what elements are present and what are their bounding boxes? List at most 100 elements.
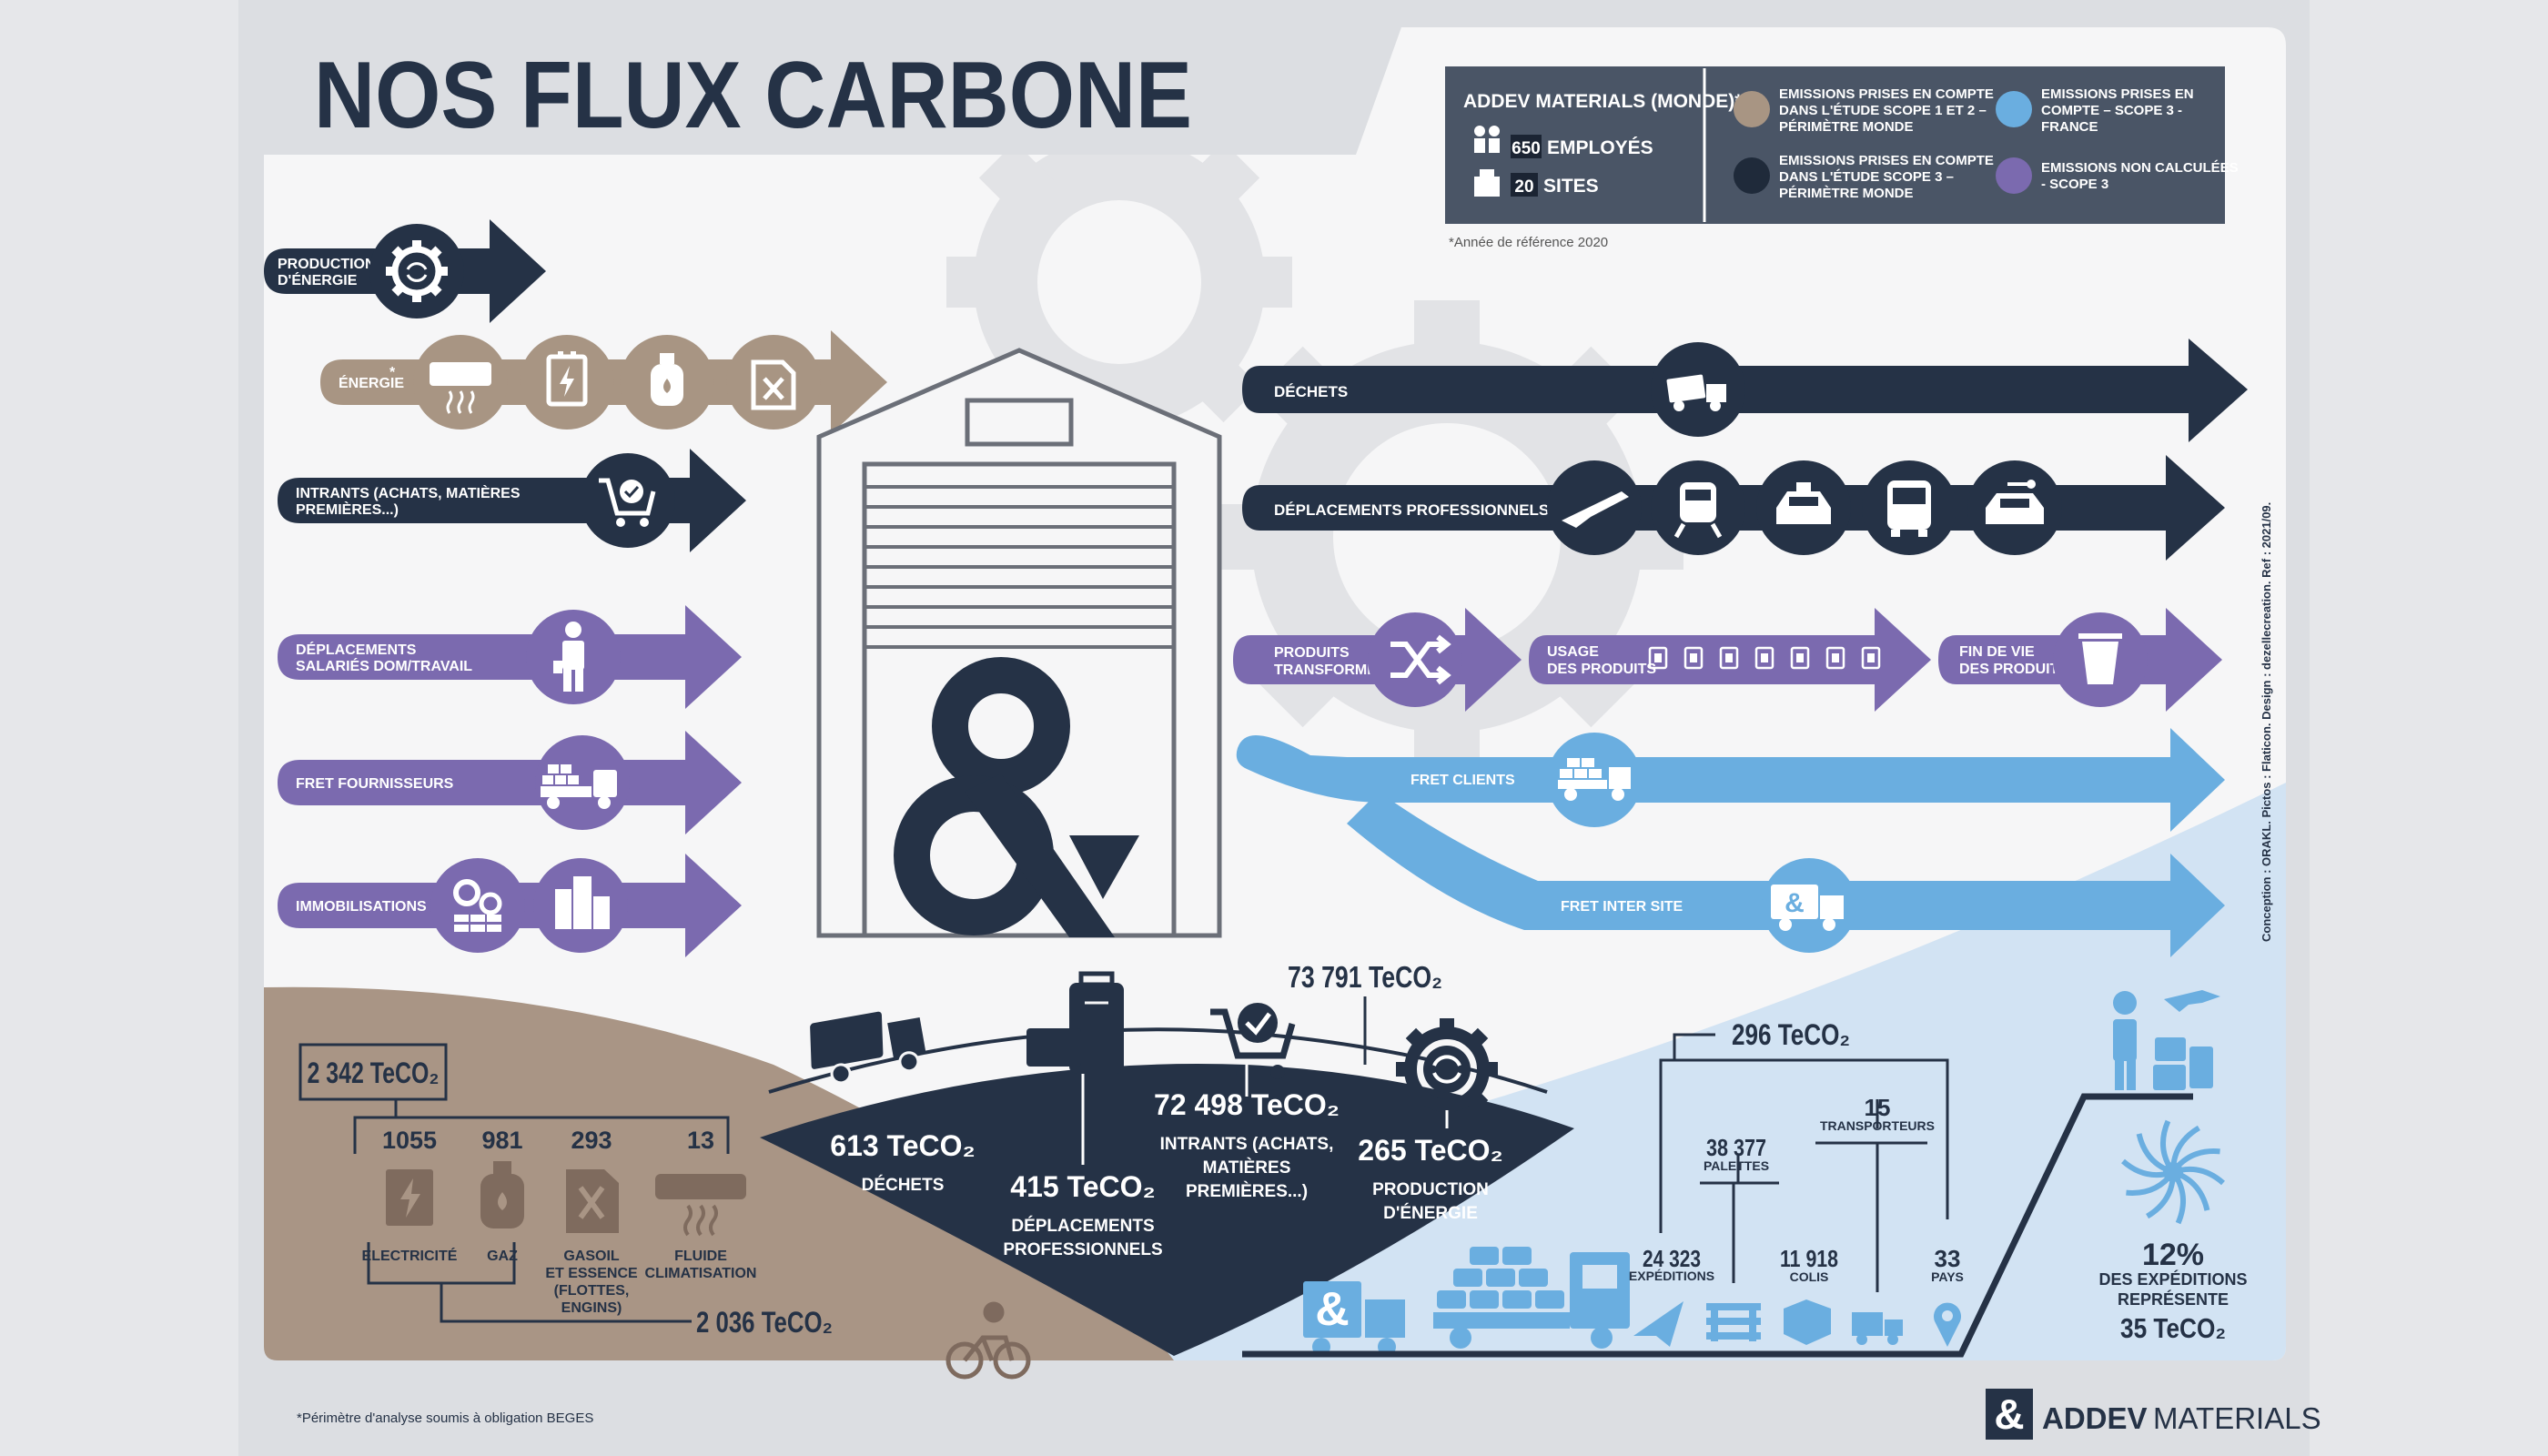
scope12-item-label: CLIMATISATION [645,1266,757,1281]
scope12-total-box [298,1043,448,1101]
sites-value: 20 [1514,177,1533,197]
scope3-item-value: 415 TeCO₂ [1010,1170,1155,1203]
design-credit: Conception : ORAKL. Pictos : Flaticon. D… [2260,502,2273,942]
taupe-region [264,986,1174,1360]
page-title: NOS FLUX CARBONE [314,43,1192,148]
flow-waste[interactable]: DÉCHETS [1242,339,2248,442]
flow-transformed-products[interactable]: PRODUITS TRANSFORMÉS [1233,608,1522,712]
legend-item-text: - SCOPE 3 [2041,177,2108,192]
scope12-item-label: ENGINS) [561,1300,622,1316]
inter-site-truck-icon: & [1771,885,1844,931]
scope3-item-label: PREMIÈRES...) [1186,1181,1308,1201]
freight-baseline [1242,1093,2193,1358]
scope12-total: 2 342 TeCO₂ [308,1057,440,1089]
flow-product-use[interactable]: USAGE DES PRODUITS [1529,608,1931,712]
left-flow-5[interactable]: IMMOBILISATIONS [278,854,742,957]
door-slats [864,485,1174,649]
brand-logo: & ADDEV MATERIALS [1986,1389,2321,1440]
freight-tree: 296 TeCO₂ 15 TRANSPORTEURS 38 377 PALETT… [1242,1018,2193,1358]
scope3-icons [810,971,1498,1120]
flow-business-travel[interactable]: DÉPLACEMENTS PROFESSIONNELS [1242,455,2225,561]
flow-inter-site-label: FRET INTER SITE [1561,899,1684,915]
plane-icon [1562,491,1629,528]
employees-value: 650 [1512,139,1541,158]
legend-swatch [1734,157,1770,194]
freight-connectors [1659,1033,1949,1292]
left-flow-label: FRET FOURNISSEURS [296,776,454,792]
left-flow-label: ÉNERGIE [339,374,404,391]
scope12-tree: 2 342 TeCO₂ 1055ELECTRICITÉ981GAZ293GASO… [298,1043,833,1339]
employees-label: EMPLOYÉS [1547,137,1653,158]
flow-end-of-life[interactable]: FIN DE VIE DES PRODUITS [1938,608,2222,712]
sites-value-box [1511,173,1538,197]
brand-ampersand: & [1994,1390,2024,1438]
robot-icon [1719,646,1739,670]
legend-item-text: DANS L'ÉTUDE SCOPE 1 ET 2 – [1779,103,1987,118]
legend-item-text: EMISSIONS PRISES EN [2041,86,2194,102]
spiral-center [2163,1162,2183,1182]
scope3-item-label: INTRANTS (ACHATS, [1160,1135,1334,1154]
left-flow-arrow [278,449,746,552]
share-section: 12% DES EXPÉDITIONS REPRÉSENTE 35 TeCO₂ [2098,990,2248,1344]
pylon-icon [1754,646,1774,670]
house-icon [1825,646,1845,670]
flow-end-of-life-label-2: DES PRODUITS [1959,662,2068,677]
employees-icon [1474,126,1500,153]
left-flow-arrow [278,731,742,834]
traveler-icon [2113,990,2220,1090]
wind-turbine-icon [1648,646,1668,670]
pallets-value: 38 377 [1706,1134,1766,1161]
gas-bottle-icon [651,353,683,406]
pallet-truck-icon [1433,1247,1630,1349]
flow-customer-freight-arrow [1236,728,2225,832]
travel-icons [1547,460,2062,555]
scope12-subtotal: 2 036 TeCO₂ [696,1306,833,1339]
flow-customer-freight[interactable]: FRET CLIENTS [1236,728,2225,832]
scope3-hill [760,1064,1574,1356]
countries-label: PAYS [1931,1269,1964,1284]
light-blue-region [264,783,2286,1360]
scope3-item-label: PRODUCTION [1372,1180,1489,1199]
buildings-icon [555,876,610,929]
left-flow-label: PRODUCTION [278,257,376,272]
brand-mark [1986,1389,2033,1440]
scope12-item-value: 13 [687,1127,714,1154]
sites-label: SITES [1543,176,1599,197]
product-use-icons [1648,646,1881,670]
customer-truck-icon [1558,758,1631,801]
left-flow-1[interactable]: ÉNERGIE* [320,330,887,434]
energy-cycle-icon-circle [369,224,464,318]
gas-icon [480,1161,524,1228]
scope12-item-label: ELECTRICITÉ [362,1247,458,1264]
left-flow-4[interactable]: FRET FOURNISSEURS [278,731,742,834]
svg-text:&: & [1315,1283,1350,1336]
gears-icon-circle [430,858,525,953]
bus-icon [1887,480,1931,537]
car-icon [1986,480,2044,524]
delivery-truck-icon [541,764,617,809]
left-flow-label: PREMIÈRES...) [296,500,399,518]
share-value: 35 TeCO₂ [2120,1312,2226,1344]
scope12-item-label: GASOIL [563,1249,620,1264]
legend-item-text: COMPTE – SCOPE 3 - [2041,103,2182,118]
left-flow-label: IMMOBILISATIONS [296,899,427,915]
scope3-item-value: 72 498 TeCO₂ [1154,1088,1340,1121]
battery-icon [546,351,588,407]
scope3-item-label: DÉPLACEMENTS [1011,1216,1154,1236]
flow-inter-site-freight[interactable]: FRET INTER SITE & [1347,792,2225,957]
scope3-item-label: DÉCHETS [862,1175,945,1195]
scope12-item-label: FLUIDE [674,1249,727,1264]
share-percent: 12% [2142,1238,2204,1272]
bottom-trucks: & [1303,1247,1630,1356]
scope3-item-label: PROFESSIONNELS [1003,1240,1162,1259]
legend-item-text: EMISSIONS PRISES EN COMPTE [1779,86,1994,102]
carriers-value: 15 [1865,1094,1891,1121]
legend-company: ADDEV MATERIALS (MONDE)* [1463,91,1743,112]
right-flows: DÉCHETS DÉPLACEMENTS PROFESSIONNELS PROD… [1233,339,2248,957]
legend-item-text: EMISSIONS PRISES EN COMPTE [1779,153,1994,168]
